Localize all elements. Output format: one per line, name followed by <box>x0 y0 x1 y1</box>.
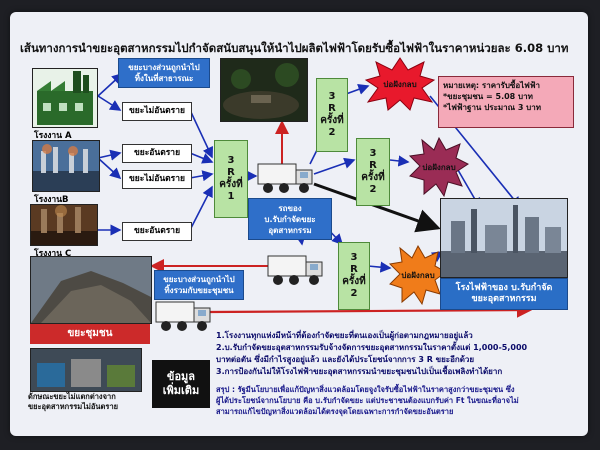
arrow <box>97 149 122 161</box>
note-item: 1.โรงงานทุกแห่งมีหน้าที่ต้องกำจัดขยะที่ต… <box>216 331 473 340</box>
three-r-number: 2 <box>328 127 336 138</box>
slide: เส้นทางการนำขยะอุตสาหกรรมไปกำจัดสนับสนุน… <box>10 12 588 436</box>
factory-icon <box>33 141 99 191</box>
summary-line: สามารถแก้ไขปัญหาสิ่งแวดล้อมได้ตรงจุดโดยเ… <box>216 407 454 416</box>
arrow <box>189 170 214 182</box>
waste-box-hazardous: ขยะอันตราย <box>122 222 192 241</box>
power-plant-image <box>440 198 568 278</box>
three-r-number: 2 <box>369 184 377 195</box>
public-dumping-note: ขยะบางส่วนถูกนำไป ทิ้งในที่สาธารณะ <box>118 58 210 88</box>
price-note-line: หมายเหตุ: ราคารับซื้อไฟฟ้า <box>443 81 540 90</box>
three-r-label: 3 R ครั้งที่ <box>219 155 243 190</box>
landfill-burst-red: บ่อฝังกลบ <box>364 57 436 111</box>
arrow <box>97 95 122 111</box>
three-r-number: 1 <box>227 191 235 202</box>
waste-bins-icon <box>31 349 141 391</box>
power-plant-label: โรงไฟฟ้าของ บ.รับกำจัด ขยะอุตสาหกรรม <box>440 278 568 310</box>
community-waste-label: ขยะชุมชน <box>30 324 150 344</box>
landfill-burst-orange: บ่อฝังกลบ <box>388 244 447 306</box>
factory-a-image <box>32 68 98 128</box>
arrow <box>313 182 441 233</box>
dump-photo <box>220 58 308 122</box>
note-item: 3.การป้องกันไม่ให้โรงไฟฟ้าขยะอุตสาหกรรมน… <box>216 367 503 376</box>
factory-c-image <box>30 204 98 246</box>
truck-icon <box>155 301 211 331</box>
note-item: บาทต่อตัน ซึ่งมีกำไรสูงอยู่แล้ว และยังได… <box>216 355 475 364</box>
three-r-box-2-top: 3 R ครั้งที่ 2 <box>316 78 348 152</box>
industrial-waste-photo <box>30 348 142 392</box>
waste-pile-icon <box>31 257 151 323</box>
summary-line: สรุป : รัฐมีนโยบายเพื่อแก้ปัญหาสิ่งแวดล้… <box>216 385 515 394</box>
three-r-number: 2 <box>350 288 358 299</box>
arrow <box>209 302 533 318</box>
factory-b-label: โรงงานB <box>34 195 69 205</box>
arrow <box>367 261 392 273</box>
arrow <box>389 155 410 167</box>
three-r-box-2-bottom: 3 R ครั้งที่ 2 <box>338 242 370 310</box>
factory-icon <box>33 69 97 127</box>
truck-icon <box>267 255 323 285</box>
landfill-label: บ่อฝังกลบ <box>383 80 416 89</box>
arrow <box>189 152 214 164</box>
landfill-label: บ่อฝังกลบ <box>422 163 455 172</box>
summary-line: ผู้ได้ประโยชน์จากนโยบาย คือ บ.รับกำจัดขย… <box>216 396 519 405</box>
three-r-label: 3 R ครั้งที่ <box>342 252 366 287</box>
factory-b-image <box>32 140 100 192</box>
three-r-label: 3 R ครั้งที่ <box>320 91 344 126</box>
slide-title: เส้นทางการนำขยะอุตสาหกรรมไปกำจัดสนับสนุน… <box>20 41 569 55</box>
more-info-button[interactable]: ข้อมูล เพิ่มเติม <box>152 360 210 408</box>
price-note-box: หมายเหตุ: ราคารับซื้อไฟฟ้า *ขยะชุมชน = 5… <box>438 76 574 128</box>
note-item: 2.บ.รับกำจัดขยะอุตสาหกรรมรับจ้างจัดการขย… <box>216 343 528 352</box>
landfill-burst-maroon: บ่อฝังกลบ <box>408 136 469 198</box>
price-note-line: *ขยะชุมชน = 5.08 บาท <box>443 92 533 101</box>
company-truck-label: รถของ บ.รับกำจัดขยะ อุตสาหกรรม <box>248 198 332 240</box>
factory-c-label: โรงงาน C <box>34 249 72 259</box>
arrow <box>313 157 356 175</box>
factory-a-label: โรงงาน A <box>34 131 72 141</box>
waste-box-hazardous: ขยะอันตราย <box>122 144 192 163</box>
notes-list: 1.โรงงานทุกแห่งมีหน้าที่ต้องกำจัดขยะที่ต… <box>216 330 582 378</box>
arrow <box>97 157 122 180</box>
three-r-box-1: 3 R ครั้งที่ 1 <box>214 140 248 218</box>
dump-image <box>221 59 307 121</box>
waste-box-nonhazardous: ขยะไม่อันตราย <box>122 102 192 121</box>
waste-box-nonhazardous: ขยะไม่อันตราย <box>122 170 192 189</box>
arrow <box>345 84 370 95</box>
summary-block: สรุป : รัฐมีนโยบายเพื่อแก้ปัญหาสิ่งแวดล้… <box>216 384 582 417</box>
three-r-box-2-mid: 3 R ครั้งที่ 2 <box>356 138 390 206</box>
power-plant-icon <box>441 199 567 277</box>
factory-icon <box>31 205 97 245</box>
community-dumping-note: ขยะบางส่วนถูกนำไป ทิ้งรวมกับขยะชุมชน <box>154 270 244 300</box>
truck-icon <box>257 163 313 193</box>
waste-caption: ด้กษณะขยะไม่แตกต่างจาก ขยะอุตสาหกรรมไม่อ… <box>28 392 119 411</box>
arrow <box>189 185 213 231</box>
price-note-line: *ไฟฟ้าฐาน ประมาณ 3 บาท <box>443 103 542 112</box>
three-r-label: 3 R ครั้งที่ <box>361 148 385 183</box>
community-waste-image <box>30 256 152 324</box>
landfill-label: บ่อฝังกลบ <box>401 271 434 280</box>
arrow <box>189 109 214 159</box>
